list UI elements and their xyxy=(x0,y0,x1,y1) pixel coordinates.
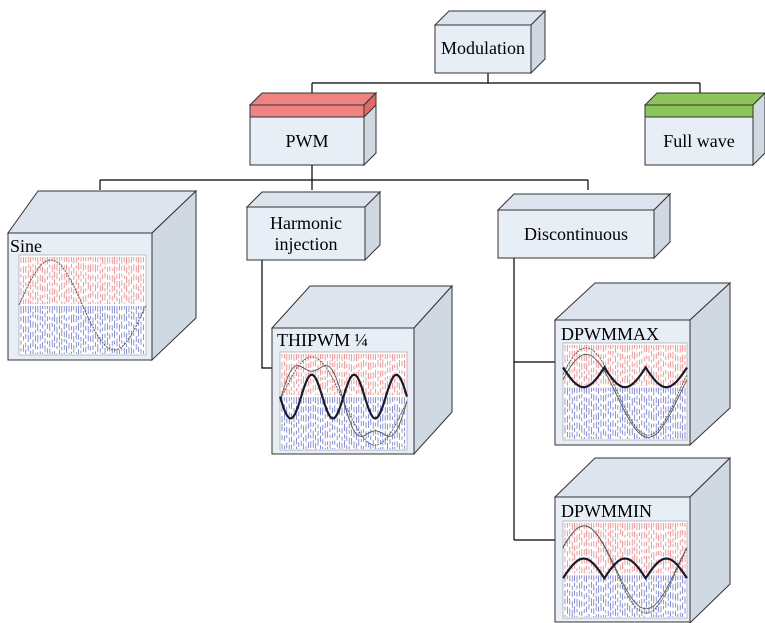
reference-sine xyxy=(562,347,688,436)
box-front xyxy=(434,24,532,74)
node-label: Discontinuous xyxy=(524,224,628,244)
box-top-accent xyxy=(248,92,378,106)
dpwm-envelope xyxy=(562,365,688,389)
node-modulation[interactable]: Modulation xyxy=(433,9,547,75)
node-label: DPWMMIN xyxy=(561,501,652,521)
hatch-lower xyxy=(564,387,686,439)
node-label-line1: Harmonic xyxy=(270,213,342,233)
node-label: DPWMMAX xyxy=(561,324,659,344)
box-top xyxy=(433,10,547,26)
connectors xyxy=(99,73,701,541)
node-label: PWM xyxy=(285,131,328,151)
dpwm-envelope xyxy=(562,557,688,581)
waveform-dpwmmax xyxy=(562,342,688,441)
waveform-frame xyxy=(562,342,688,441)
node-sine[interactable]: Sine xyxy=(7,189,198,362)
connector-pwm-children xyxy=(99,165,589,190)
node-discontinuous[interactable]: Discontinuous xyxy=(496,192,672,260)
node-thipwm[interactable]: THIPWM ¼ xyxy=(270,284,454,456)
connector-modulation-children xyxy=(311,73,701,93)
box-front xyxy=(246,206,366,261)
shifted-sine xyxy=(562,353,688,438)
sine-curve xyxy=(18,259,147,351)
box-front xyxy=(497,209,655,259)
connector-harmonic-thipwm xyxy=(261,260,272,369)
node-label: THIPWM ¼ xyxy=(277,330,368,350)
box-side xyxy=(752,92,765,167)
waveform-frame xyxy=(562,520,688,619)
node-pwm[interactable]: PWM xyxy=(248,91,378,167)
box-accent-band xyxy=(249,104,365,118)
node-label-line2: injection xyxy=(275,234,338,254)
node-label: Sine xyxy=(10,236,42,256)
hatch-lower xyxy=(20,306,144,354)
connector-discontinuous-children xyxy=(513,258,555,541)
node-dpwmmax[interactable]: DPWMMAX xyxy=(553,281,732,447)
node-label: Full wave xyxy=(663,131,735,151)
box-top xyxy=(496,193,672,211)
box-front xyxy=(644,116,754,166)
box-side-accent xyxy=(363,91,377,119)
node-full-wave[interactable]: Full wave xyxy=(643,92,765,167)
hatch-upper xyxy=(564,345,686,386)
injected-curve xyxy=(279,365,408,437)
waveform-dpwmmin xyxy=(562,520,688,619)
node-dpwmmin[interactable]: DPWMMIN xyxy=(553,456,732,623)
node-label: Modulation xyxy=(441,38,525,58)
node-harmonic-injection[interactable]: Harmonic injection xyxy=(245,190,382,262)
waveform-sine xyxy=(18,254,147,356)
box-accent-band xyxy=(644,104,754,118)
shifted-sine xyxy=(562,525,688,610)
waveform-thipwm xyxy=(278,351,409,451)
third-harmonic-curve xyxy=(278,373,409,420)
hatch-upper xyxy=(281,354,405,396)
box-front xyxy=(249,116,365,166)
box-top-accent xyxy=(643,92,765,106)
box-top xyxy=(245,191,382,208)
